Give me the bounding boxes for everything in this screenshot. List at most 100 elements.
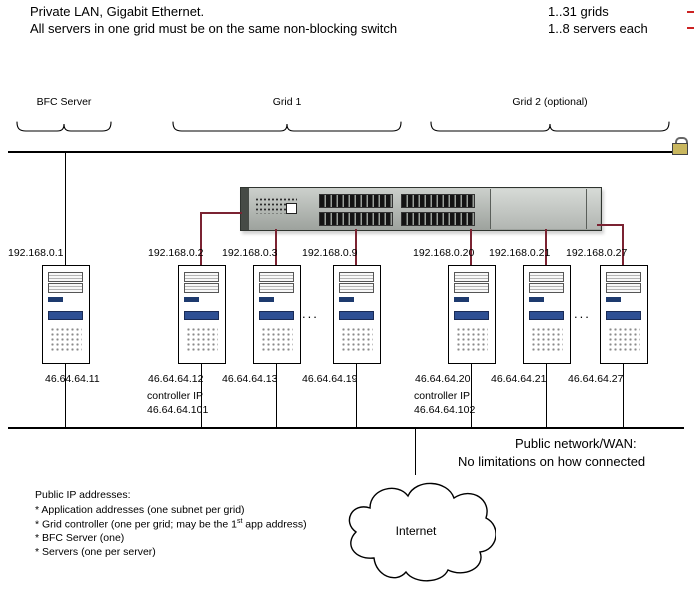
vent-grid <box>50 327 82 353</box>
private-ip-label: 192.168.0.21 <box>489 247 551 259</box>
vent-grid <box>456 327 488 353</box>
server-tower-icon <box>178 265 226 364</box>
cd-slot <box>184 311 219 320</box>
grid2-ellipsis: ... <box>574 306 591 321</box>
header-line-2: All servers in one grid must be on the s… <box>30 21 398 36</box>
switch-cable <box>622 224 624 265</box>
port-row <box>319 194 393 208</box>
note-item: * Application addresses (one subnet per … <box>35 504 245 516</box>
port-row <box>319 212 393 226</box>
brace-grid1 <box>172 121 402 132</box>
port-row <box>401 194 475 208</box>
network-switch <box>240 187 602 231</box>
cd-slot <box>259 311 294 320</box>
public-ip-label: 46.64.64.13 <box>222 373 278 385</box>
controller-ip-caption: controller IP <box>414 390 471 402</box>
revision-mark <box>687 11 694 13</box>
server-tower-icon <box>253 265 301 364</box>
section-label-bfc: BFC Server <box>36 96 92 108</box>
vent-grid <box>531 327 563 353</box>
connector-line <box>65 153 66 265</box>
switch-cable <box>545 229 547 265</box>
internet-label: Internet <box>395 524 437 538</box>
public-ip-label: 46.64.64.11 <box>45 373 100 385</box>
brace-grid2 <box>430 121 670 132</box>
connector-line <box>471 363 472 428</box>
private-ip-label: 192.168.0.2 <box>148 247 204 259</box>
private-ip-label: 192.168.0.3 <box>222 247 278 259</box>
public-network-line <box>8 427 684 429</box>
public-ip-label: 46.64.64.20 <box>415 373 471 385</box>
switch-left-strip <box>241 188 249 230</box>
servers-count-label: 1..8 servers each <box>548 21 648 36</box>
switch-cable <box>200 212 202 265</box>
switch-cable <box>275 229 277 265</box>
drive-bay <box>259 283 294 293</box>
private-lan-line <box>8 151 684 153</box>
server-tower-icon <box>448 265 496 364</box>
header-line-1: Private LAN, Gigabit Ethernet. <box>30 4 205 19</box>
floppy-slot <box>339 297 354 302</box>
drive-bay <box>606 272 641 282</box>
connector-line <box>276 363 277 428</box>
cd-slot <box>529 311 564 320</box>
server-tower-icon <box>333 265 381 364</box>
switch-cable <box>355 229 357 265</box>
section-label-grid2: Grid 2 (optional) <box>512 96 588 108</box>
drive-bay <box>339 283 374 293</box>
switch-right-panel <box>491 189 600 229</box>
drive-bay <box>48 283 83 293</box>
internet-cloud <box>348 482 496 582</box>
note-item: * Grid controller (one per grid; may be … <box>35 518 307 531</box>
floppy-slot <box>606 297 621 302</box>
cd-slot <box>48 311 83 320</box>
private-ip-label: 192.168.0.27 <box>566 247 628 259</box>
server-tower-icon <box>42 265 90 364</box>
note-item: * BFC Server (one) <box>35 532 125 544</box>
drive-bay <box>339 272 374 282</box>
notes-title: Public IP addresses: <box>35 489 131 501</box>
grid1-ellipsis: ... <box>302 306 319 321</box>
lock-body <box>672 143 688 155</box>
floppy-slot <box>48 297 63 302</box>
connector-line <box>201 363 202 428</box>
switch-divider <box>586 189 587 229</box>
vent-grid <box>261 327 293 353</box>
vent-grid <box>608 327 640 353</box>
cd-slot <box>454 311 489 320</box>
switch-port-group-2 <box>401 194 475 230</box>
drive-bay <box>184 272 219 282</box>
private-ip-label: 192.168.0.1 <box>8 247 64 259</box>
private-ip-label: 192.168.0.9 <box>302 247 358 259</box>
server-tower-icon <box>600 265 648 364</box>
server-tower-icon <box>523 265 571 364</box>
drive-bay <box>529 283 564 293</box>
connector-line <box>415 429 416 475</box>
drive-bay <box>454 283 489 293</box>
cd-slot <box>606 311 641 320</box>
note-item-text: app address) <box>242 518 307 531</box>
floppy-slot <box>184 297 199 302</box>
brace-bfc <box>16 121 112 132</box>
switch-cable <box>200 212 242 214</box>
cd-slot <box>339 311 374 320</box>
lock-shackle <box>675 137 688 147</box>
drive-bay <box>48 272 83 282</box>
public-network-title: Public network/WAN: <box>515 436 637 451</box>
connector-line <box>65 363 66 428</box>
private-ip-label: 192.168.0.20 <box>413 247 475 259</box>
drive-bay <box>606 283 641 293</box>
drive-bay <box>454 272 489 282</box>
public-network-subtitle: No limitations on how connected <box>458 454 646 469</box>
public-ip-label: 46.64.64.21 <box>491 373 547 385</box>
vent-grid <box>341 327 373 353</box>
connector-line <box>623 363 624 428</box>
drive-bay <box>184 283 219 293</box>
switch-logo <box>286 203 297 214</box>
public-ip-label: 46.64.64.19 <box>302 373 358 385</box>
switch-cable <box>470 229 472 265</box>
revision-mark <box>687 27 694 29</box>
floppy-slot <box>259 297 274 302</box>
controller-ip-value: 46.64.64.101 <box>147 404 209 416</box>
